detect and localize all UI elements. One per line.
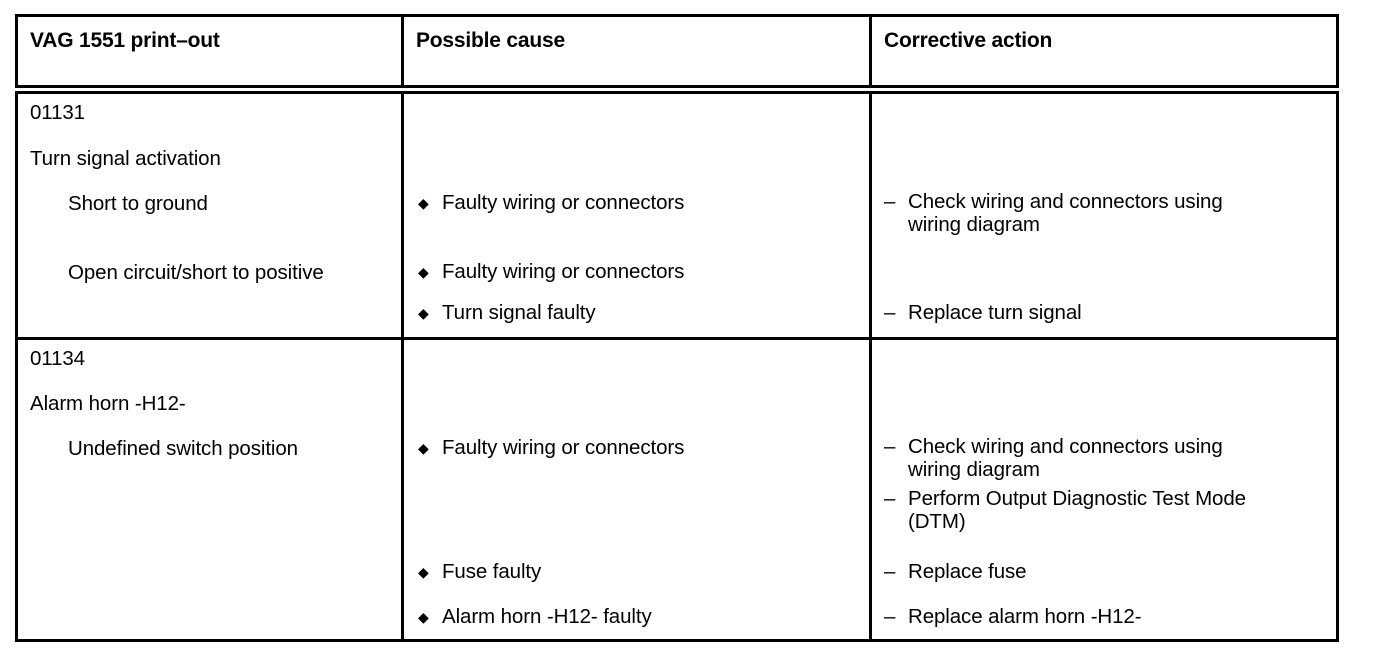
cause-item: Alarm horn -H12- faulty [418,605,652,629]
action-item: Perform Output Diagnostic Test Mode (DTM… [884,487,1358,534]
column-header-printout-label: VAG 1551 print–out [30,29,220,52]
fault-code-table: VAG 1551 print–out Possible cause Correc… [15,14,1339,642]
table-row: 01131 Turn signal activation Short to gr… [18,94,401,337]
fault-condition: Undefined switch position [68,437,298,460]
column-header-printout: VAG 1551 print–out [18,17,401,85]
action-line: Replace fuse [908,560,1027,583]
fault-code: 01131 [30,101,85,124]
fault-code: 01134 [30,347,85,370]
fault-title: Turn signal activation [30,147,221,170]
causes-cell: Faulty wiring or connectors Fuse faulty … [404,340,869,659]
header-double-rule [15,85,1339,94]
action-line: Replace turn signal [908,301,1082,324]
action-line: wiring diagram [908,212,1040,236]
cause-item: Faulty wiring or connectors [418,191,684,215]
cause-item: Fuse faulty [418,560,541,584]
cause-item: Turn signal faulty [418,301,596,325]
actions-cell: Check wiring and connectors using wiring… [872,94,1339,337]
action-item: Replace fuse [884,560,1348,584]
fault-condition: Open circuit/short to positive [68,261,324,284]
action-line: Check wiring and connectors using [908,190,1223,213]
action-item: Replace alarm horn -H12- [884,605,1348,629]
table-body: 01131 Turn signal activation Short to gr… [18,94,1336,639]
action-line: Perform Output Diagnostic Test Mode [908,487,1246,510]
action-item: Replace turn signal [884,301,1328,325]
action-line: (DTM) [908,509,966,533]
column-divider-2 [869,94,872,639]
column-header-cause-label: Possible cause [416,29,565,52]
column-header-cause: Possible cause [401,17,869,85]
actions-cell: Check wiring and connectors using wiring… [872,340,1339,659]
fault-title: Alarm horn -H12- [30,392,186,415]
column-divider-1 [401,94,404,639]
cause-item: Faulty wiring or connectors [418,436,684,460]
action-line: Replace alarm horn -H12- [908,605,1142,628]
action-item: Check wiring and connectors using wiring… [884,190,1328,237]
row-divider-1 [18,337,1336,340]
action-line: Check wiring and connectors using [908,435,1223,458]
column-header-action: Corrective action [869,17,1339,85]
table-row: 01134 Alarm horn -H12- Undefined switch … [18,340,401,659]
column-header-action-label: Corrective action [884,29,1053,52]
causes-cell: Faulty wiring or connectors Faulty wirin… [404,94,869,337]
cause-item: Faulty wiring or connectors [418,260,684,284]
table-header-row: VAG 1551 print–out Possible cause Correc… [18,17,1336,85]
action-item: Check wiring and connectors using wiring… [884,435,1348,482]
fault-condition: Short to ground [68,192,208,215]
action-line: wiring diagram [908,457,1040,481]
